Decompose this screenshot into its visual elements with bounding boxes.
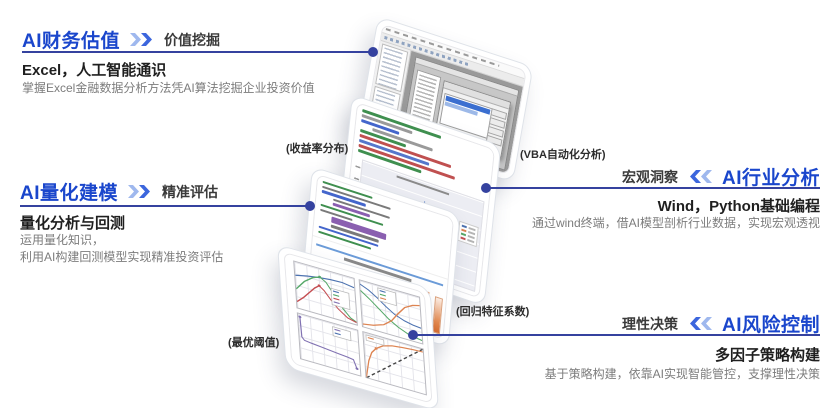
connector-industry: [481, 183, 820, 193]
connector-dot: [408, 330, 418, 340]
feature-industry-title: AI行业分析: [721, 168, 820, 189]
feature-industry-subtitle: Wind，Python基础编程: [657, 198, 820, 215]
connector-risk: [408, 330, 820, 340]
connector-dot: [481, 183, 491, 193]
feature-risk-subtitle: 多因子策略构建: [714, 347, 820, 364]
subplot-threshold-curves: [358, 279, 424, 345]
feature-valuation-header: AI财务估值 价值挖掘: [22, 26, 220, 53]
feature-quant-subtitle: 量化分析与回测: [20, 215, 126, 232]
subplot-metrics-curves: [293, 260, 358, 326]
connector-quant: [20, 201, 315, 211]
feature-industry-tag: 宏观洞察: [621, 168, 678, 185]
screenshot-strategy-charts: [277, 244, 440, 408]
feature-industry-header: 宏观洞察 AI行业分析: [622, 163, 820, 190]
caption-regression-coefficients: (回归特征系数): [456, 306, 530, 318]
connector-valuation: [22, 47, 378, 57]
chevrons-left-icon: [689, 170, 712, 183]
chevrons-left-icon: [689, 317, 712, 330]
feature-quant-desc: 运用量化知识， 利用AI构建回测模型实现精准投资评估: [20, 233, 224, 264]
subplot-roc-curve: [362, 330, 427, 396]
chevrons-right-icon: [128, 185, 151, 198]
feature-quant-header: AI量化建模 精准评估: [20, 178, 218, 205]
subplot-decay-curve: [296, 311, 362, 377]
chart-grid: [284, 253, 432, 403]
chevrons-right-icon: [130, 33, 153, 46]
feature-risk-header: 理性决策 AI风险控制: [622, 310, 820, 337]
caption-vba-automation: (VBA自动化分析): [520, 149, 606, 161]
connector-dot: [305, 201, 315, 211]
vba-project-tree: [375, 43, 409, 93]
charts-window: [283, 251, 433, 404]
feature-valuation-desc: 掌握Excel金融数据分析方法凭AI算法挖掘企业投资价值: [22, 81, 315, 95]
feature-valuation-tag: 价值挖掘: [164, 31, 221, 48]
caption-optimal-threshold: (最优阈值): [228, 337, 280, 349]
feature-quant-title: AI量化建模: [20, 183, 119, 204]
feature-risk-tag: 理性决策: [621, 315, 678, 332]
colorbar: [432, 296, 444, 335]
feature-industry-desc: 通过wind终端，借AI模型剖析行业数据，实现宏观透视: [531, 216, 820, 230]
feature-valuation-title: AI财务估值: [22, 31, 121, 52]
feature-valuation-subtitle: Excel，人工智能通识: [22, 62, 167, 79]
plot-legend: [457, 220, 479, 248]
caption-returns-distribution: (收益率分布): [286, 143, 349, 155]
connector-dot: [368, 47, 378, 57]
feature-risk-desc: 基于策略构建，依靠AI实现智能管控，支撑理性决策: [544, 367, 820, 381]
feature-quant-tag: 精准评估: [162, 183, 219, 200]
feature-risk-title: AI风险控制: [721, 315, 820, 336]
